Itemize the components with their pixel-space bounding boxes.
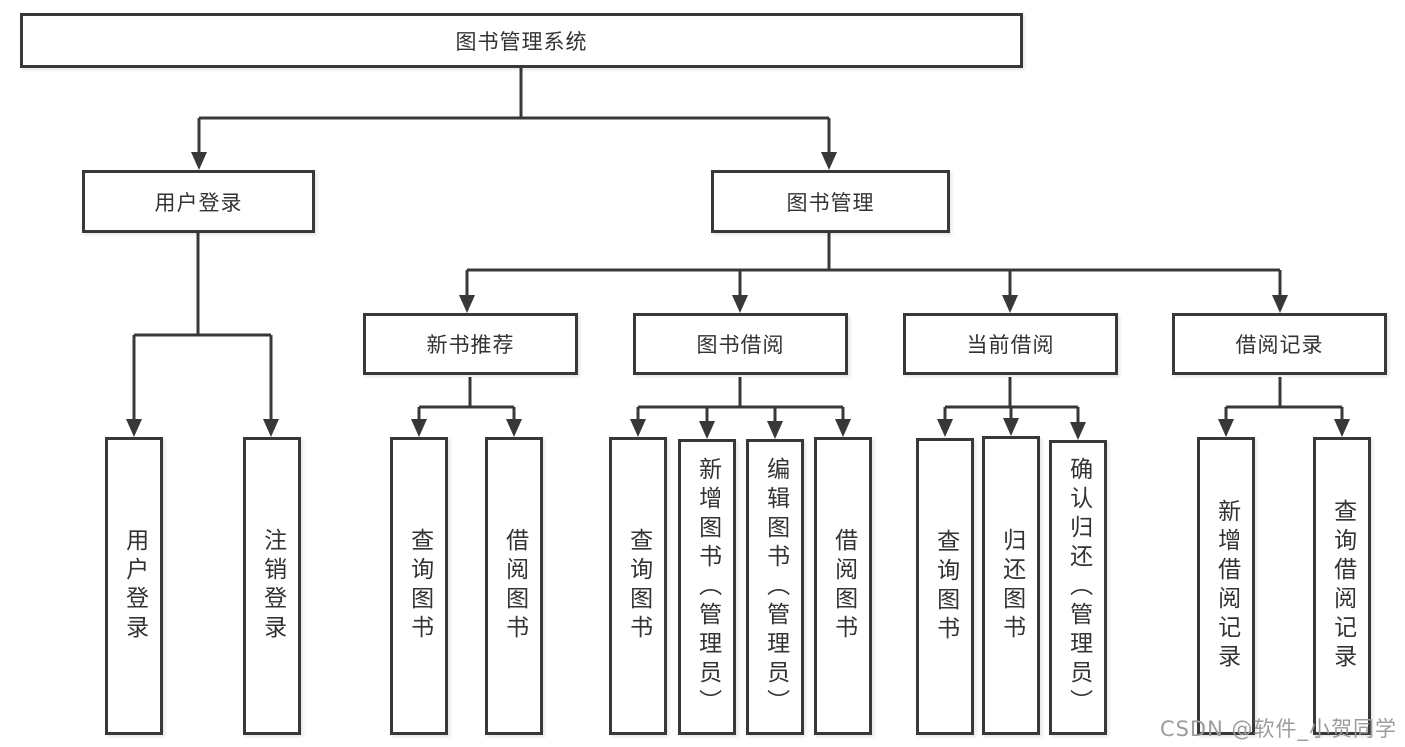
- leaf-add-borrow-record-label: 新增借阅记录: [1213, 499, 1240, 673]
- node-current-borrow-label: 当前借阅: [966, 333, 1055, 357]
- leaf-borrow-books-recommend: 借阅图书: [485, 437, 543, 735]
- leaf-query-books-recommend-label: 查询图书: [406, 528, 433, 644]
- leaf-query-borrow-record: 查询借阅记录: [1313, 437, 1371, 735]
- node-new-book-recommend-label: 新书推荐: [426, 333, 515, 357]
- node-current-borrow: 当前借阅: [903, 313, 1118, 375]
- leaf-return-book: 归还图书: [982, 436, 1040, 735]
- node-book-management: 图书管理: [711, 170, 950, 233]
- node-new-book-recommend: 新书推荐: [363, 313, 578, 375]
- node-borrow-records-label: 借阅记录: [1235, 333, 1324, 357]
- node-book-borrow-label: 图书借阅: [696, 333, 785, 357]
- leaf-logout: 注销登录: [243, 437, 301, 735]
- root-node: 图书管理系统: [20, 13, 1023, 68]
- leaf-edit-book-admin: 编辑图书（管理员）: [746, 439, 804, 735]
- leaf-add-borrow-record: 新增借阅记录: [1197, 437, 1255, 735]
- node-user-login-label: 用户登录: [154, 190, 243, 215]
- leaf-edit-book-admin-label: 编辑图书（管理员）: [762, 456, 789, 718]
- node-borrow-records: 借阅记录: [1172, 313, 1387, 375]
- leaf-query-books-borrow-label: 查询图书: [625, 528, 652, 644]
- node-user-login: 用户登录: [82, 170, 315, 233]
- leaf-logout-label: 注销登录: [259, 528, 286, 644]
- leaf-query-books-current-label: 查询图书: [932, 528, 959, 645]
- leaf-add-book-admin-label: 新增图书（管理员）: [694, 456, 721, 718]
- node-book-management-label: 图书管理: [786, 190, 875, 215]
- leaf-query-borrow-record-label: 查询借阅记录: [1329, 499, 1356, 673]
- leaf-query-books-recommend: 查询图书: [390, 437, 448, 735]
- leaf-query-books-borrow: 查询图书: [609, 437, 667, 735]
- leaf-return-book-label: 归还图书: [998, 527, 1025, 644]
- leaf-user-login-label: 用户登录: [121, 528, 148, 644]
- leaf-confirm-return-admin: 确认归还（管理员）: [1049, 440, 1107, 735]
- root-node-label: 图书管理系统: [455, 29, 588, 54]
- leaf-confirm-return-admin-label: 确认归还（管理员）: [1065, 457, 1092, 718]
- node-book-borrow: 图书借阅: [633, 313, 848, 375]
- leaf-query-books-current: 查询图书: [916, 438, 974, 735]
- leaf-borrow-books-recommend-label: 借阅图书: [501, 528, 528, 644]
- leaf-borrow-books: 借阅图书: [814, 437, 872, 735]
- leaf-borrow-books-label: 借阅图书: [830, 528, 857, 644]
- leaf-user-login: 用户登录: [105, 437, 163, 735]
- leaf-add-book-admin: 新增图书（管理员）: [678, 439, 736, 735]
- csdn-watermark: CSDN @软件_小贺同学: [1159, 717, 1397, 741]
